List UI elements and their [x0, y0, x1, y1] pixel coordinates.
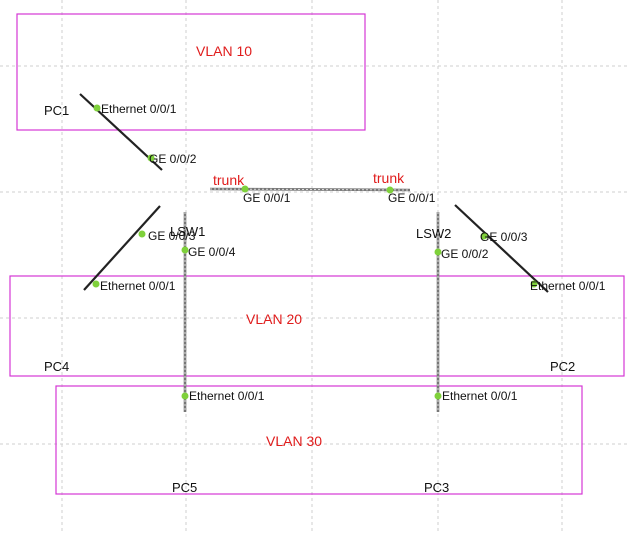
trunk-label-lsw2: trunk [373, 170, 405, 186]
vlan-10-box [16, 13, 366, 131]
port-label-pc5-eth: Ethernet 0/0/1 [189, 389, 265, 403]
port-label-lsw1-ge003: GE 0/0/3 [148, 229, 196, 243]
port-label-lsw2-ge001: GE 0/0/1 [388, 191, 436, 205]
port-label-pc1-eth: Ethernet 0/0/1 [101, 102, 177, 116]
vlan-30-label: VLAN 30 [266, 433, 322, 449]
port-label-lsw1-ge004: GE 0/0/4 [188, 245, 236, 259]
device-label-pc2: PC2 [550, 359, 575, 374]
device-label-pc3: PC3 [424, 480, 449, 495]
device-label-pc4: PC4 [44, 359, 69, 374]
vlan-10-label: VLAN 10 [196, 43, 252, 59]
device-label-lsw1: LSW1 [170, 224, 205, 239]
port-label-lsw2-ge002: GE 0/0/2 [441, 247, 489, 261]
port-label-lsw2-ge003: GE 0/0/3 [480, 230, 528, 244]
port-label-pc4-eth: Ethernet 0/0/1 [100, 279, 176, 293]
port-label-pc2-eth: Ethernet 0/0/1 [530, 279, 606, 293]
trunk-label-lsw1: trunk [213, 172, 245, 188]
port-label-pc3-eth: Ethernet 0/0/1 [442, 389, 518, 403]
port-label-lsw1-ge001: GE 0/0/1 [243, 191, 291, 205]
link-lsw1-pc4 [83, 205, 161, 291]
port-label-lsw1-ge002: GE 0/0/2 [149, 152, 197, 166]
vlan-20-box [9, 275, 625, 377]
vlan-30-box [55, 385, 583, 495]
vlan-20-label: VLAN 20 [246, 311, 302, 327]
link-lsw2-pc2 [454, 204, 549, 293]
device-label-pc1: PC1 [44, 103, 69, 118]
device-label-pc5: PC5 [172, 480, 197, 495]
port-dots [92, 104, 538, 400]
device-label-lsw2: LSW2 [416, 226, 451, 241]
